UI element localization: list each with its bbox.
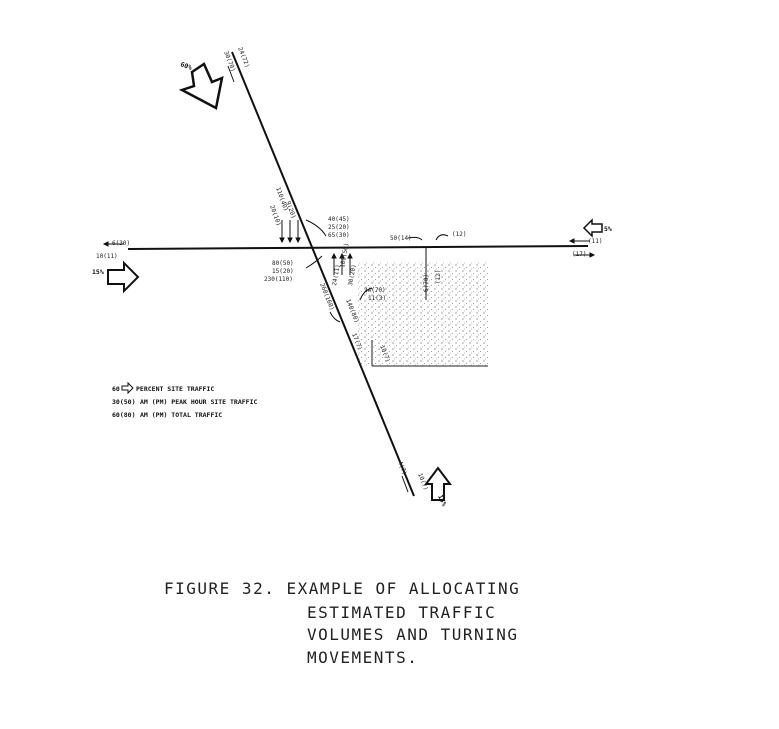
flow-arrow-head [279, 237, 285, 244]
driveway-a: 6(70) [423, 274, 430, 292]
legend-item-2: AM (PM) PEAK HOUR SITE TRAFFIC [140, 398, 257, 406]
ne-turn-2: 25(20) [328, 224, 350, 231]
caption-line-3: VOLUMES AND TURNING [307, 625, 519, 644]
east-west-road [127, 245, 589, 250]
legend-item-1: PERCENT SITE TRAFFIC [136, 385, 214, 393]
turn-arrow [305, 255, 323, 269]
flow-arrows [102, 65, 596, 493]
flow-arrow-head [589, 252, 596, 258]
south-out-2: 24(11) [331, 264, 342, 287]
ne-turn-labels: 40(45) 25(20) 65(30) [328, 216, 350, 239]
west-bottom: 10(11) [96, 253, 118, 260]
west-approach-labels: 6(30) 10(11) [96, 240, 130, 260]
turn-arrow [435, 234, 449, 241]
legend-code-2: 30(50) [112, 398, 135, 406]
flow-arrow-head [339, 252, 345, 259]
roads [127, 51, 589, 497]
turn-arrow [305, 219, 327, 237]
ne-turn-1: 40(45) [328, 216, 350, 223]
driveway-labels: 6(70) (12) [423, 270, 442, 292]
south-approach-labels: 4(7) 10(7) [396, 460, 429, 491]
legend-symbol: 60 [112, 385, 120, 393]
caption-line-1: FIGURE 32. EXAMPLE OF ALLOCATING [164, 579, 520, 598]
caption-line-2: ESTIMATED TRAFFIC [307, 603, 496, 622]
w-percent-arrow [107, 260, 140, 294]
flow-arrow-head [331, 252, 337, 259]
flow-arrow-head [287, 237, 293, 244]
percent-arrows [107, 62, 603, 501]
sw-turn-3: 230(110) [264, 276, 293, 283]
flow-arrow [227, 65, 235, 83]
flow-arrow-head [295, 237, 301, 244]
north-turn-right: 20(10) [268, 204, 282, 227]
west-top: 6(30) [112, 240, 130, 247]
turn-arrow [359, 287, 373, 301]
sw-turn-2: 15(20) [272, 268, 294, 275]
e-percent-arrow [582, 218, 603, 238]
south-out-3: 30(20) [347, 264, 358, 287]
north-lane-a: 30(70) [222, 50, 237, 73]
south-out-1: 100(50) [339, 242, 350, 268]
south-a: 4(7) [396, 460, 408, 476]
driveway-b: (12) [435, 270, 442, 284]
sw-turn-1: 80(50) [272, 260, 294, 267]
north-approach-labels: 30(70) 24(72) 9(20) 110(40) 20(10) [222, 46, 297, 227]
site-area [358, 262, 488, 367]
legend-item-3: AM (PM) TOTAL TRAFFIC [140, 411, 222, 419]
diagonal-road [231, 51, 415, 497]
legend-arrow-icon [121, 381, 134, 395]
legend-code-3: 60(80) [112, 411, 135, 419]
side-val-1: 24(70) [364, 287, 386, 294]
sw-turn-labels: 80(50) 15(20) 230(110) [264, 260, 294, 283]
side-labels: 24(70) 11(3) [364, 287, 386, 302]
east-mid-right: (12) [452, 231, 466, 238]
side-val-2: 11(3) [368, 295, 386, 302]
w-percent: 15% [92, 268, 104, 276]
nw-percent-arrow [178, 62, 224, 110]
site-stipple [358, 262, 488, 366]
east-mid-left: 50(14) [390, 235, 412, 242]
caption-line-4: MOVEMENTS. [307, 648, 418, 667]
legend: 60 PERCENT SITE TRAFFIC 30(50) AM (PM) P… [112, 381, 257, 419]
flow-arrow-head [568, 238, 575, 244]
turn-arrow [407, 236, 423, 241]
s-percent-arrow [424, 466, 452, 501]
nw-percent: 60% [179, 60, 193, 72]
ne-turn-3: 65(30) [328, 232, 350, 239]
east-right-bottom: (17) [572, 251, 586, 258]
south-out-4: 140(80) [344, 298, 360, 324]
east-right-top: (11) [588, 238, 602, 245]
flow-arrow-head [347, 252, 353, 259]
s-percent: 15% [436, 493, 448, 507]
flow-arrow [401, 475, 409, 493]
turn-arrow [329, 311, 341, 323]
flow-arrow-head [102, 241, 109, 247]
e-percent: 5% [604, 225, 612, 233]
figure-caption: FIGURE 32. EXAMPLE OF ALLOCATING ESTIMAT… [164, 579, 520, 667]
east-approach-labels: 50(14) (12) (11) (17) [390, 231, 602, 258]
south-b: 10(7) [416, 472, 429, 491]
